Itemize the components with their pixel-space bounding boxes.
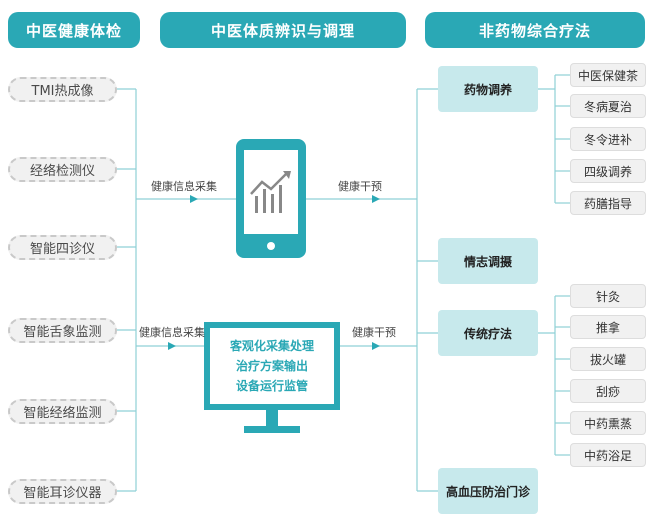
sub-item: 推拿 [570,315,646,339]
arrow-right-icon [372,342,380,350]
flow-label-upper-in: 健康信息采集 [151,180,217,193]
device-item: 智能经络监测 [8,399,117,424]
category-hypertension-clinic: 高血压防治门诊 [438,468,538,514]
sub-item: 中药浴足 [570,443,646,467]
sub-item: 拔火罐 [570,347,646,371]
header-constitution-identification: 中医体质辨识与调理 [160,12,406,48]
flow-label-lower-in: 健康信息采集 [139,326,205,339]
monitor-line: 客观化采集处理 [229,339,314,353]
category-emotional-regulation: 情志调摄 [438,238,538,284]
header-health-checkup: 中医健康体检 [8,12,140,48]
flow-label-lower-out: 健康干预 [352,326,396,339]
monitor-screen-text: 客观化采集处理 治疗方案输出 设备运行监管 [210,336,334,396]
sub-item: 中医保健茶 [570,63,646,87]
monitor-line: 设备运行监管 [235,379,308,393]
smartphone-icon [236,139,306,258]
arrow-right-icon [168,342,176,350]
flow-label-upper-out: 健康干预 [338,180,382,193]
sub-item: 冬令进补 [570,127,646,151]
monitor-icon [204,322,340,433]
sub-item: 中药熏蒸 [570,411,646,435]
category-traditional-therapy: 传统疗法 [438,310,538,356]
device-item: 智能四诊仪 [8,235,117,260]
arrow-right-icon [190,195,198,203]
device-item: 智能舌象监测 [8,318,117,343]
device-item: 经络检测仪 [8,157,117,182]
sub-item: 针灸 [570,284,646,308]
sub-item: 刮痧 [570,379,646,403]
sub-item: 药膳指导 [570,191,646,215]
category-drug-nourishing: 药物调养 [438,66,538,112]
sub-item: 四级调养 [570,159,646,183]
device-item: TMI热成像 [8,77,117,102]
device-item: 智能耳诊仪器 [8,479,117,504]
sub-item: 冬病夏治 [570,94,646,118]
trend-chart-icon [250,171,291,213]
header-non-drug-therapy: 非药物综合疗法 [425,12,645,48]
monitor-line: 治疗方案输出 [235,359,308,373]
arrow-right-icon [372,195,380,203]
